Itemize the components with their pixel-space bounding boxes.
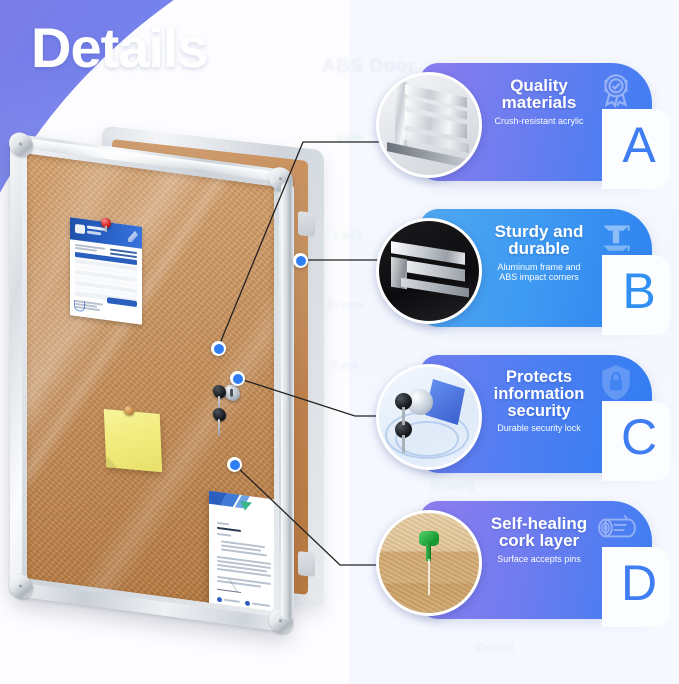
card-title-line: cork layer <box>498 531 580 551</box>
yellow-sticky-note <box>103 408 163 473</box>
watermark-text: Safe <box>336 131 364 145</box>
card-subtitle-line: Aluminum frame and <box>497 261 581 272</box>
contact-icon <box>245 600 250 607</box>
card-text-b: Sturdy and durable Aluminum frame and AB… <box>484 223 594 282</box>
security-lock-photo <box>376 364 482 470</box>
hotspot-dot-b[interactable] <box>293 253 308 268</box>
card-letter-a: A <box>622 117 656 173</box>
document-line <box>217 526 241 533</box>
glass-door <box>9 131 294 635</box>
abs-corner <box>298 551 315 577</box>
red-pushpin <box>101 217 111 229</box>
letter-panel <box>602 401 670 481</box>
letter-panel <box>602 255 670 335</box>
watermark-text: Cork <box>332 360 360 372</box>
product-photo <box>6 125 336 635</box>
document-line <box>217 532 231 537</box>
card-subtitle-a: Crush-resistant acrylic <box>494 115 584 126</box>
card-text-d: Self-healing cork layer Surface accepts … <box>484 515 594 564</box>
document-line <box>217 521 229 526</box>
door-hinge-bar <box>281 181 294 622</box>
card-title-line: Protects <box>505 368 573 386</box>
watermark-text: Lock <box>334 228 365 242</box>
letterhead-document <box>209 490 274 612</box>
card-subtitle-c: Durable security lock <box>497 423 581 434</box>
i-beam-icon <box>595 215 637 257</box>
feature-card-c[interactable]: C Protects information security Durable … <box>368 355 670 481</box>
document-logo-icon <box>75 223 85 235</box>
card-title-line: materials <box>501 93 577 113</box>
card-title-line: Quality <box>510 76 568 95</box>
card-letter-d: D <box>620 555 658 611</box>
card-title-line: durable <box>508 239 570 259</box>
card-letter-b: B <box>622 263 656 319</box>
card-title-line: security <box>507 401 571 420</box>
card-letter-c: C <box>620 409 658 465</box>
feature-card-d[interactable]: D Self-healing cork layer Surface accept… <box>368 501 670 627</box>
abs-corner <box>298 211 315 237</box>
contact-icon <box>217 596 222 603</box>
card-title-line: Sturdy and <box>494 222 584 241</box>
card-subtitle-b: Aluminum frame and ABS impact corners <box>484 262 594 283</box>
watermark-text: ABS Door <box>322 56 416 77</box>
paperclip-icon <box>74 299 85 313</box>
card-text-c: Protects information security Durable se… <box>484 369 594 434</box>
shield-lock-icon <box>595 361 637 403</box>
document-line <box>252 602 270 607</box>
letter-panel <box>602 547 670 627</box>
aluminum-frame-corner-photo <box>376 218 482 324</box>
watermark-text: Board <box>430 478 476 495</box>
card-title-line: information <box>493 384 585 403</box>
watermark-text: Detail <box>476 640 515 655</box>
glass-reflection <box>27 153 219 612</box>
feature-card-a[interactable]: A Quality materials Crush-resistant acry… <box>368 63 670 189</box>
card-text-a: Quality materials Crush-resistant acryli… <box>484 77 594 126</box>
hotspot-dot-c[interactable] <box>230 371 245 386</box>
invoice-document <box>70 217 142 325</box>
wood-log-icon <box>595 507 637 549</box>
card-title-line: Self-healing <box>490 514 588 533</box>
aluminum-profile-photo <box>376 72 482 178</box>
card-subtitle-d: Surface accepts pins <box>497 553 581 564</box>
page-title: Details <box>31 16 209 79</box>
hotspot-dot-d[interactable] <box>227 457 242 472</box>
hotspot-dot-a[interactable] <box>211 341 226 356</box>
document-logo-subtext <box>87 230 101 236</box>
tan-pushpin <box>124 405 134 416</box>
award-badge-icon <box>595 69 637 111</box>
feature-card-b[interactable]: B Sturdy and durable Aluminum frame and … <box>368 209 670 335</box>
signature <box>217 577 241 594</box>
letter-panel <box>602 109 670 189</box>
card-subtitle-line: ABS impact corners <box>499 272 579 282</box>
cork-layer-photo <box>376 510 482 616</box>
document-line <box>224 599 240 603</box>
